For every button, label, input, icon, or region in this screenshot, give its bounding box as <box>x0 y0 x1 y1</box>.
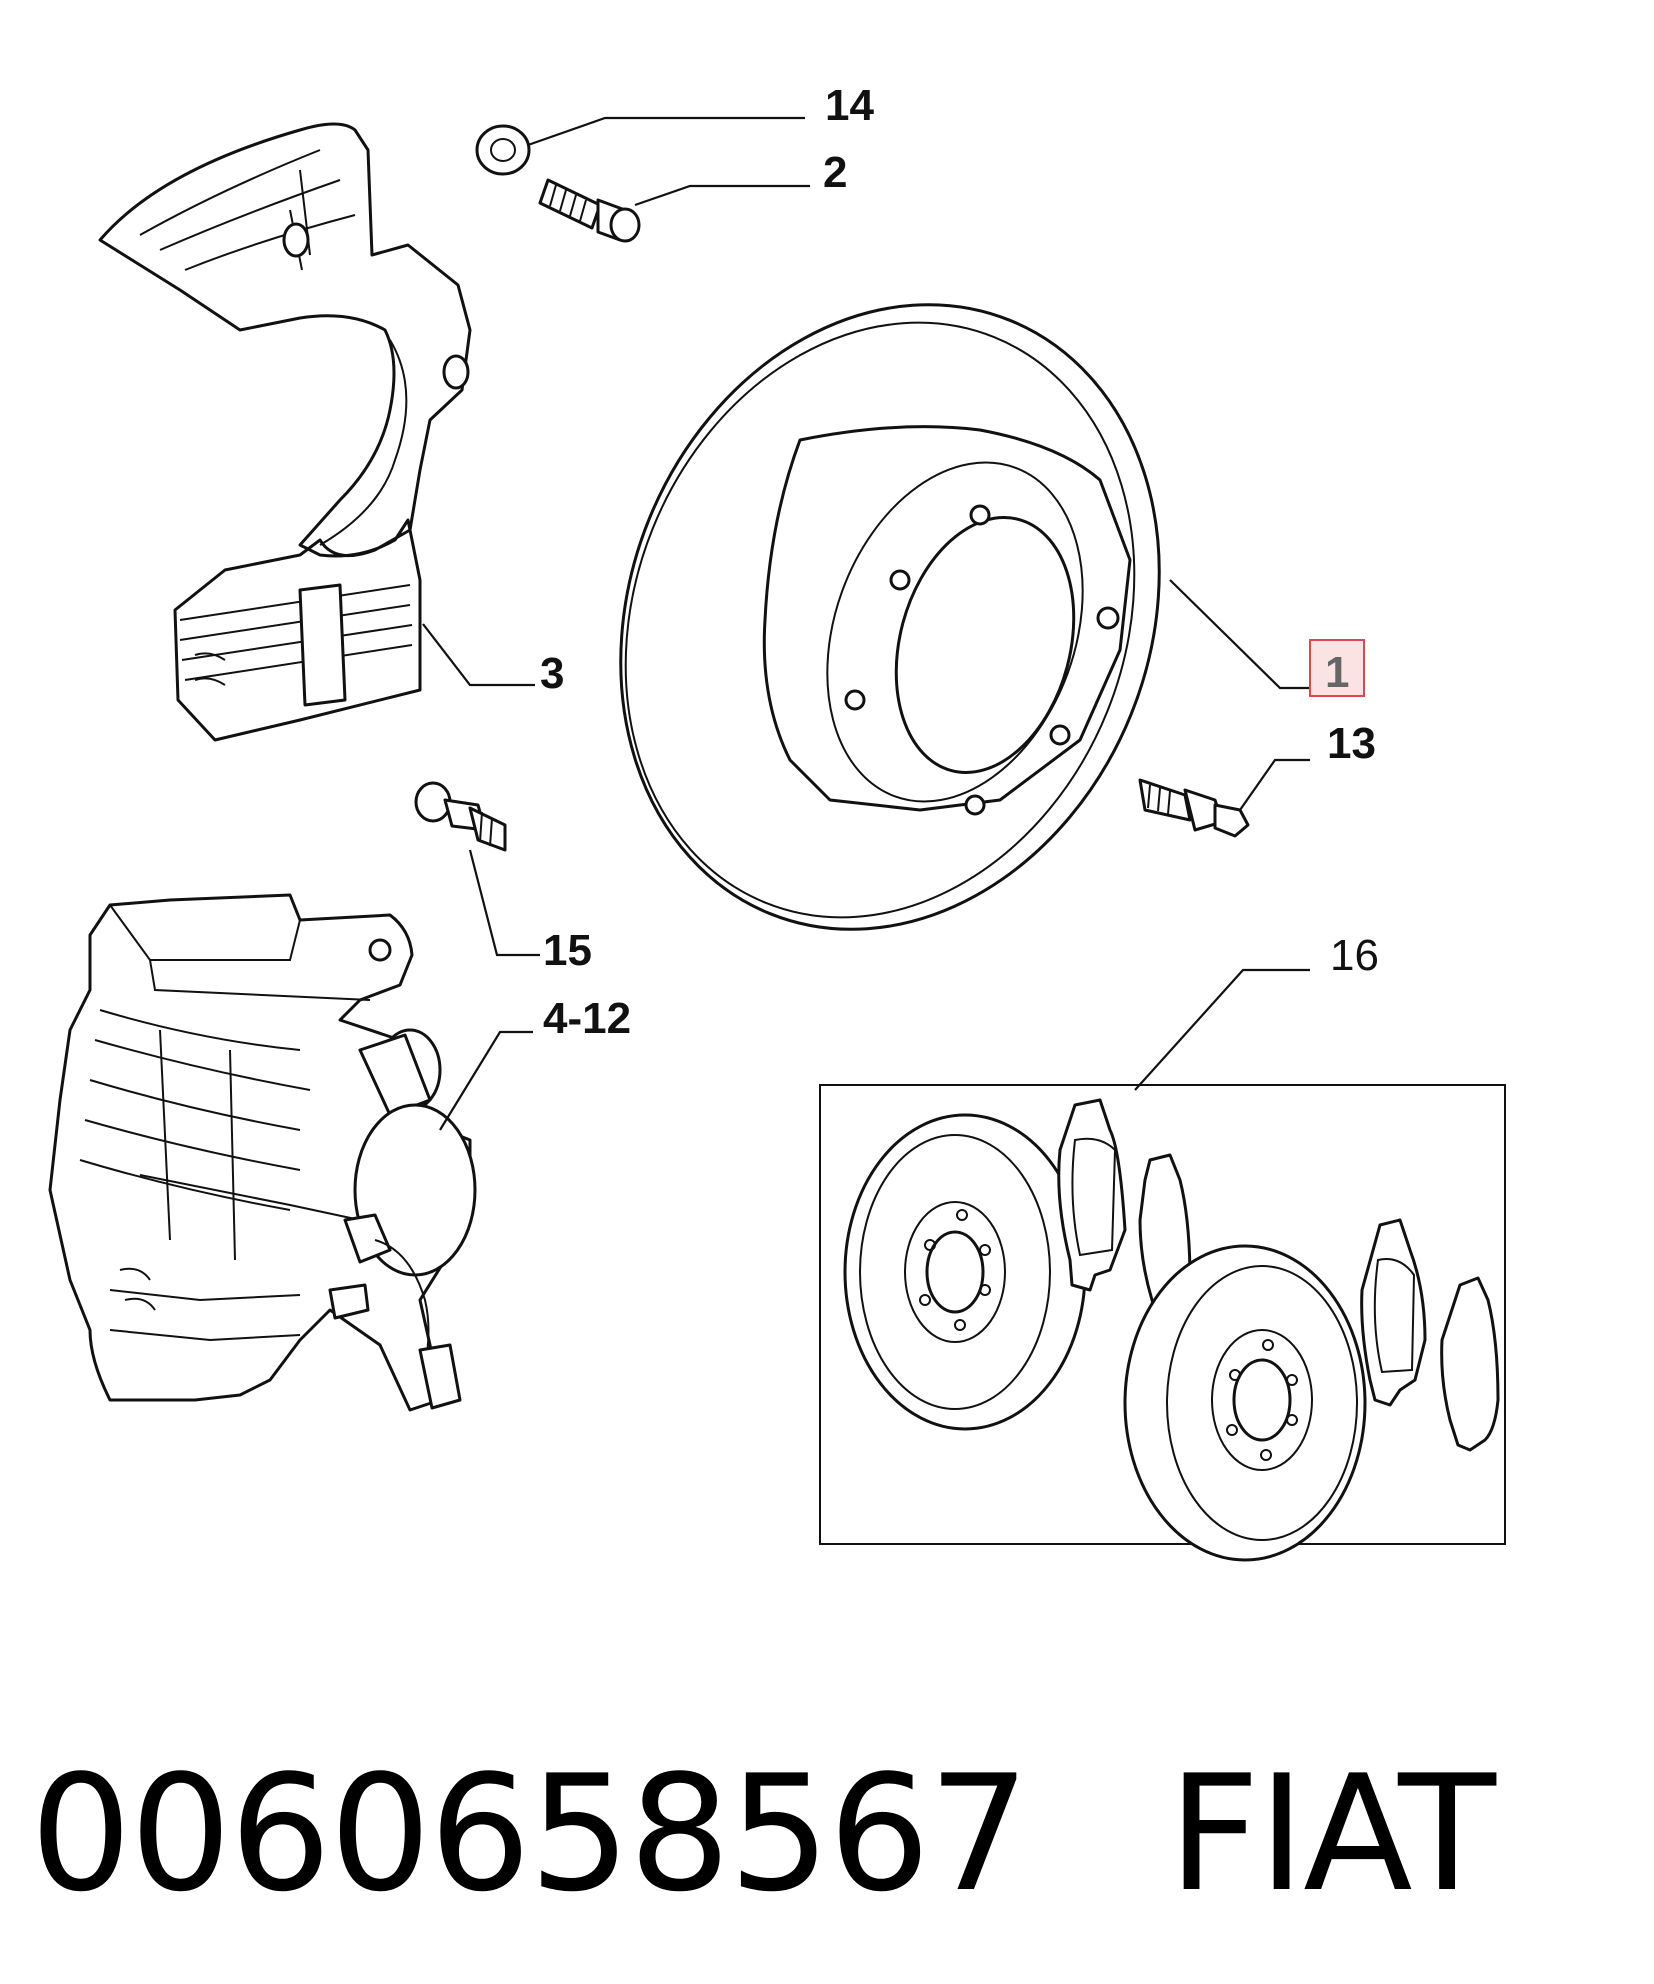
callout-14: 14 <box>825 81 874 130</box>
bleed-screw-part <box>414 781 507 852</box>
brake-disc-part <box>619 303 1161 931</box>
callout-16: 16 <box>1330 931 1379 980</box>
callout-1: 1 <box>1325 648 1349 697</box>
brake-kit-box <box>819 1084 1506 1562</box>
part-number: 0060658567 <box>30 1740 1030 1927</box>
callout-4-12: 4-12 <box>543 994 631 1043</box>
footer-caption: 0060658567 FIAT <box>30 1740 1496 1927</box>
highlight-box <box>1309 639 1365 697</box>
callout-13: 13 <box>1327 719 1376 768</box>
brand-name: FIAT <box>1167 1740 1496 1927</box>
washer-part <box>475 124 531 176</box>
callout-3: 3 <box>540 649 564 698</box>
wheel-stud-part <box>1138 778 1250 838</box>
callout-2: 2 <box>823 148 847 197</box>
bolt-part <box>538 178 641 243</box>
callout-15: 15 <box>543 926 592 975</box>
splash-shield-part <box>98 122 472 742</box>
caliper-part <box>48 893 477 1412</box>
leader-lines <box>422 116 1310 1131</box>
